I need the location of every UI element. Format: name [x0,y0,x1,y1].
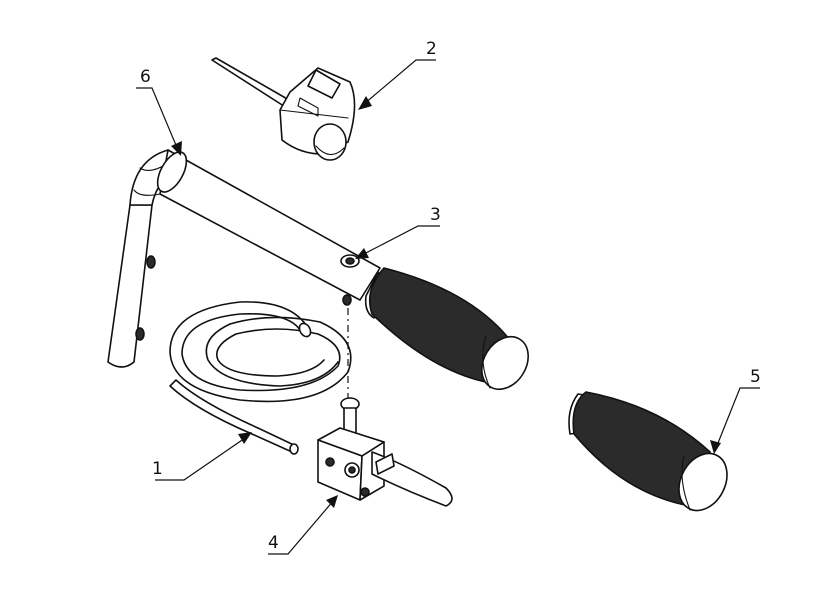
brake-lever [317,308,453,507]
brake-cable [169,301,352,455]
callout-3: 3 [430,205,441,225]
callout-2: 2 [426,39,437,59]
callout-6: 6 [140,67,151,87]
callout-5: 5 [750,367,761,387]
grip-on-tube [364,267,529,391]
callout-4: 4 [268,533,279,553]
spare-grip [568,391,728,512]
handlebar-tube [107,149,381,368]
callout-1: 1 [152,459,163,479]
switch-housing [211,57,356,161]
